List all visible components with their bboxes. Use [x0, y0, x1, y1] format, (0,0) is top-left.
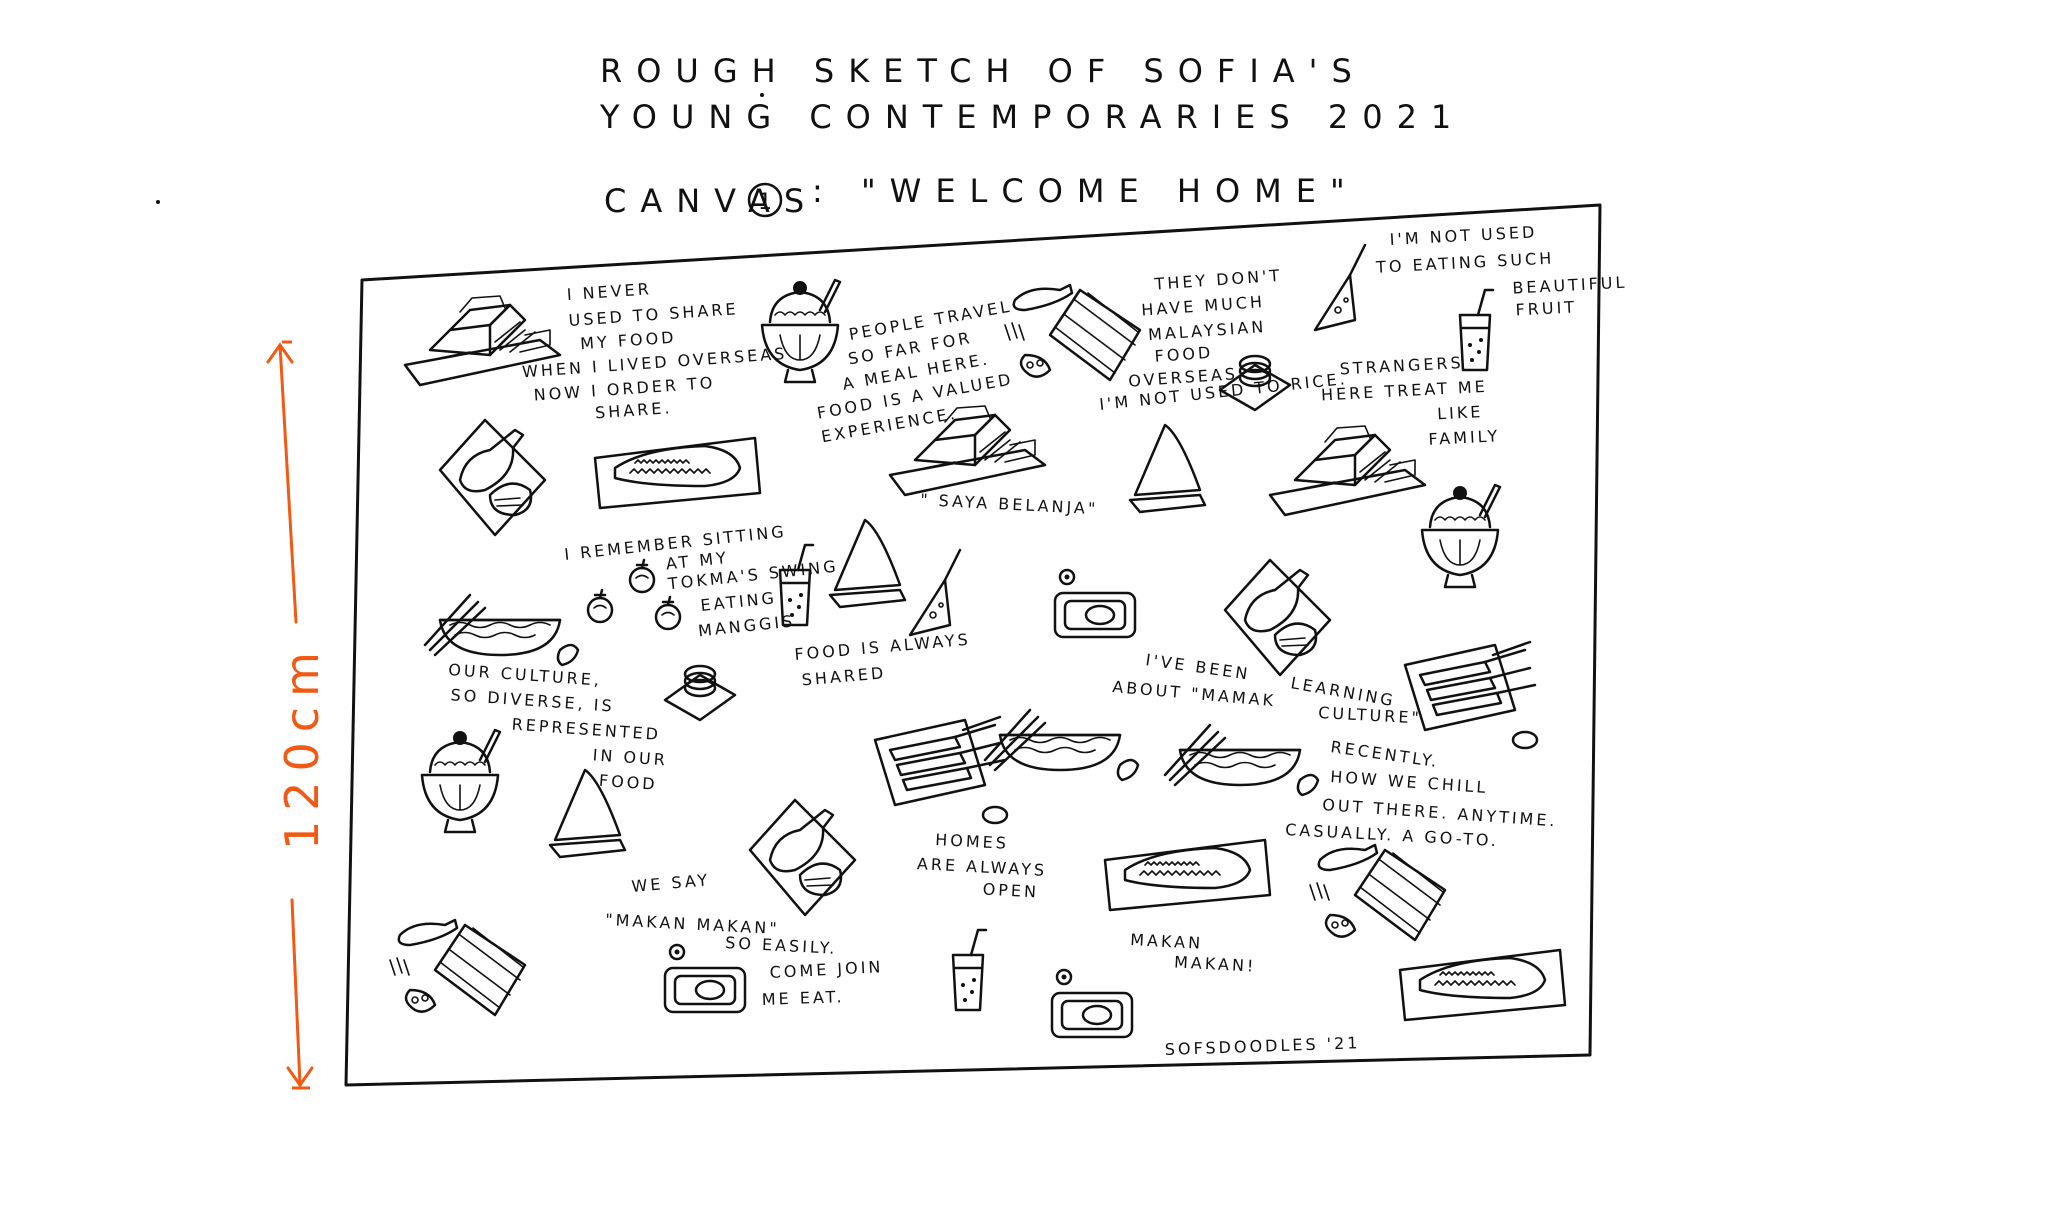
kuih-stack-icon	[663, 664, 737, 722]
canvas-frame	[344, 203, 1602, 1087]
note-line: WHEN I LIVED OVERSEAS	[521, 344, 787, 381]
bread-plate-icon	[1053, 568, 1137, 639]
note-makan-2: MAKAN MAKAN!	[1130, 930, 1257, 976]
fish-plate-icon	[593, 436, 762, 510]
note-line: REPRESENTED	[511, 715, 662, 744]
note-line: MANGGIS	[697, 611, 796, 640]
nasi-lemak-cone-icon	[828, 518, 907, 609]
stray-dot	[760, 93, 764, 97]
note-line: THEY DON'T	[1153, 266, 1283, 294]
bread-plate-icon	[1050, 968, 1134, 1039]
bread-plate-icon	[663, 943, 747, 1014]
note-line: SHARED	[801, 663, 887, 689]
mangosteen-icon	[586, 588, 614, 624]
note-line: CULTURE"	[1318, 703, 1423, 727]
banana-leaf-icon	[1308, 843, 1447, 942]
banana-leaf-icon	[1003, 283, 1142, 382]
stray-dot	[156, 200, 160, 204]
signature: SOFSDOODLES '21	[1164, 1033, 1360, 1059]
ais-kacang-bowl-icon	[1420, 483, 1502, 589]
note-line: HAVE MUCH	[1141, 292, 1266, 320]
note-line: I'M NOT USED	[1389, 222, 1538, 249]
note-line: OUR CULTURE,	[448, 660, 603, 690]
pizza-slice-icon	[908, 548, 962, 637]
note-line: IN OUR	[592, 745, 668, 769]
note-line: WE SAY	[631, 870, 711, 896]
note-line: BEAUTIFUL	[1512, 273, 1628, 298]
fish-plate-icon	[1103, 838, 1272, 912]
chicken-plate-icon	[1223, 558, 1332, 677]
canvas-name: : "WELCOME HOME"	[812, 172, 1359, 210]
note-line: OPEN	[982, 880, 1039, 902]
noodle-bowl-icon	[1163, 723, 1320, 797]
kuih-platter-icon	[1268, 424, 1427, 517]
note-line: SO EASILY.	[725, 933, 838, 958]
title-line-1: ROUGH SKETCH OF SOFIA'S	[600, 52, 1366, 90]
noodle-bowl-icon	[423, 593, 580, 667]
note-travel: PEOPLE TRAVEL SO FAR FOR A MEAL HERE. FO…	[816, 297, 1015, 447]
ais-kacang-bowl-icon	[420, 728, 502, 834]
dimension-label: 120cm	[275, 642, 329, 850]
note-line: FRUIT	[1515, 297, 1577, 319]
mangosteen-icon	[628, 558, 656, 594]
note-line: CASUALLY. A GO-TO.	[1285, 820, 1500, 850]
noodle-bowl-icon	[983, 708, 1140, 782]
note-line: RECENTLY.	[1329, 737, 1440, 771]
note-shared: FOOD IS ALWAYS SHARED	[794, 630, 972, 690]
note-line: USED TO SHARE	[568, 299, 739, 330]
note-line: HOMES	[935, 830, 1010, 853]
note-line: FOOD	[1154, 343, 1214, 366]
drink-glass-icon	[951, 928, 988, 1012]
banana-leaf-icon	[388, 918, 527, 1017]
note-line: EATING	[700, 588, 778, 615]
title-line-2: YOUNG CONTEMPORARIES 2021	[599, 98, 1465, 136]
note-line: I NEVER	[566, 279, 652, 304]
canvas-number-circle	[747, 182, 783, 218]
satay-plate-icon	[1403, 640, 1539, 750]
pizza-slice-icon	[1313, 243, 1367, 332]
note-line: ABOUT "MAMAK	[1112, 677, 1277, 710]
note-line: MAKAN	[1130, 930, 1204, 953]
note-homes: HOMES ARE ALWAYS OPEN	[917, 830, 1048, 902]
note-share: I NEVER USED TO SHARE MY FOOD WHEN I LIV…	[521, 279, 787, 422]
note-line: LIKE	[1437, 402, 1484, 423]
note-line: ARE ALWAYS	[917, 854, 1048, 880]
note-line: TO EATING SUCH	[1375, 248, 1555, 276]
note-line: MAKAN!	[1174, 952, 1257, 975]
canvas-number: 1	[758, 190, 774, 215]
canvas-label: CANVAS	[604, 182, 818, 220]
note-line: MY FOOD	[580, 328, 677, 354]
drink-glass-icon	[1458, 288, 1495, 372]
note-line: ME EAT.	[761, 987, 844, 1009]
note-line: SHARE.	[594, 398, 673, 422]
chicken-plate-icon	[748, 798, 857, 917]
note-fruit: I'M NOT USED TO EATING SUCH BEAUTIFUL FR…	[1375, 222, 1628, 319]
note-line: HOW WE CHILL	[1330, 767, 1489, 797]
note-line: FAMILY	[1428, 426, 1501, 449]
note-line: STRANGERS	[1339, 353, 1464, 378]
fish-plate-icon	[1398, 948, 1567, 1022]
mangosteen-icon	[654, 595, 682, 631]
note-line: MALAYSIAN	[1147, 317, 1266, 344]
dimension-marker: 120cm	[266, 340, 329, 1090]
note-line: COME JOIN	[769, 957, 884, 982]
note-line: FOOD IS ALWAYS	[794, 630, 972, 664]
title-block: ROUGH SKETCH OF SOFIA'S YOUNG CONTEMPORA…	[599, 52, 1465, 220]
satay-plate-icon	[873, 715, 1009, 825]
nasi-lemak-cone-icon	[1128, 423, 1207, 514]
ais-kacang-bowl-icon	[760, 278, 842, 384]
chicken-plate-icon	[438, 418, 547, 537]
note-line: SO DIVERSE, IS	[450, 685, 615, 715]
note-line: FOOD	[598, 771, 658, 794]
note-remember: I REMEMBER SITTING AT MY TOKMA'S SWING E…	[563, 522, 839, 641]
note-belanja: " SAYA BELANJA"	[920, 490, 1099, 518]
note-line: I'VE BEEN	[1144, 650, 1251, 683]
